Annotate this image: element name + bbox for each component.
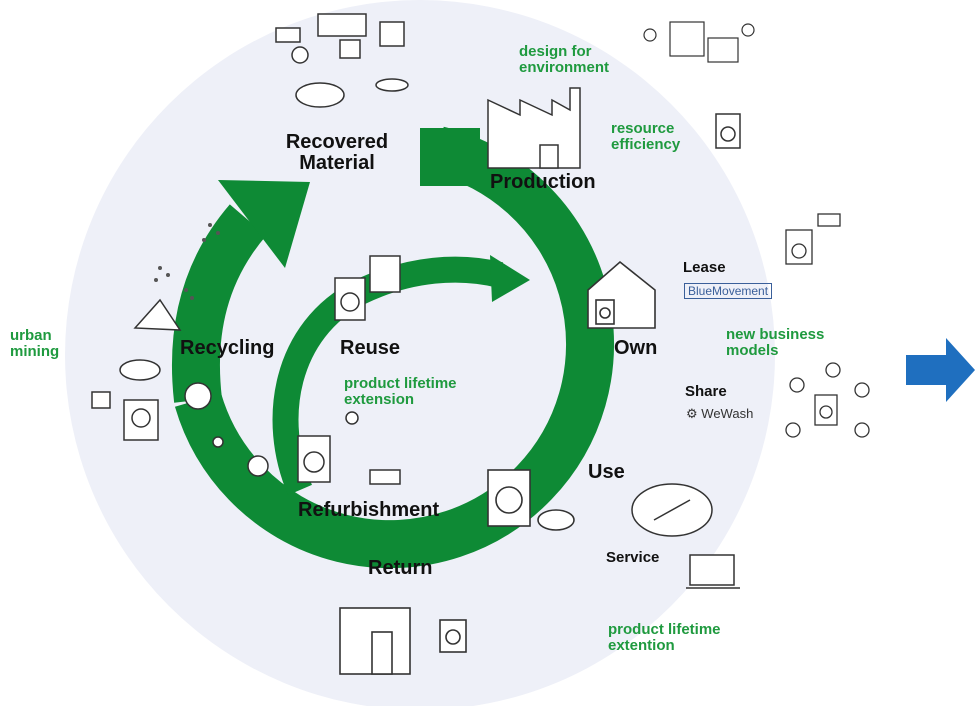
recovered-material-label: Recovered Material: [285, 131, 389, 174]
laptop-icon: [686, 554, 740, 589]
new-business-models-note: new business models: [726, 326, 825, 359]
scrap-materials-icon: [275, 13, 409, 108]
blue-arrow-head: [946, 338, 975, 402]
bluemovement-brand: BlueMovement: [684, 283, 773, 299]
reuse-washer-certificate-icon: [334, 255, 401, 321]
lease-cycle-icon: [785, 213, 841, 265]
design-for-environment-note: design for environment: [519, 43, 610, 76]
recycling-arrowhead: [218, 180, 310, 268]
drop-off-box-icon: [339, 607, 467, 675]
house-icon: [587, 260, 656, 329]
refurbish-icon: [297, 411, 401, 485]
outer-ring: [174, 126, 615, 569]
resource-efficiency-note: resource efficiency: [611, 120, 681, 153]
washing-machine-icon: [715, 113, 741, 149]
grain-particles-icon: [154, 223, 220, 300]
share-label: Share: [685, 383, 727, 400]
recycling-ring: [172, 204, 267, 403]
wewash-brand: ⚙ WeWash: [686, 406, 753, 422]
recycling-label: Recycling: [180, 337, 275, 359]
wewash-logo-text: WeWash: [701, 406, 754, 421]
inner-loop-arrowhead: [490, 255, 530, 302]
production-label: Production: [490, 171, 596, 193]
product-lifetime-extention-note: product lifetime extention: [608, 621, 721, 654]
recycling-scrap-icon: [91, 298, 269, 477]
people-network-icon: [785, 362, 870, 438]
wewash-logo-icon: ⚙: [686, 406, 698, 421]
factory-icon: [487, 87, 581, 169]
product-lifetime-extension-note: product lifetime extension: [344, 375, 457, 408]
use-washer-icon: [487, 469, 575, 531]
lease-label: Lease: [683, 259, 726, 276]
reuse-label: Reuse: [340, 337, 401, 359]
return-label: Return: [368, 557, 433, 579]
service-label: Service: [606, 549, 660, 566]
designer-desk-icon: [643, 21, 755, 63]
use-label: Use: [588, 461, 625, 483]
bluemovement-logo: BlueMovement: [684, 283, 773, 299]
urban-mining-note: urban mining: [10, 327, 60, 360]
cloud-wrench-icon: [631, 483, 713, 537]
outer-circle-background: [65, 0, 775, 706]
blue-arrow-shaft: [906, 355, 946, 385]
refurbishment-label: Refurbishment: [298, 499, 440, 521]
production-block: [420, 128, 480, 186]
own-label: Own: [614, 337, 658, 359]
